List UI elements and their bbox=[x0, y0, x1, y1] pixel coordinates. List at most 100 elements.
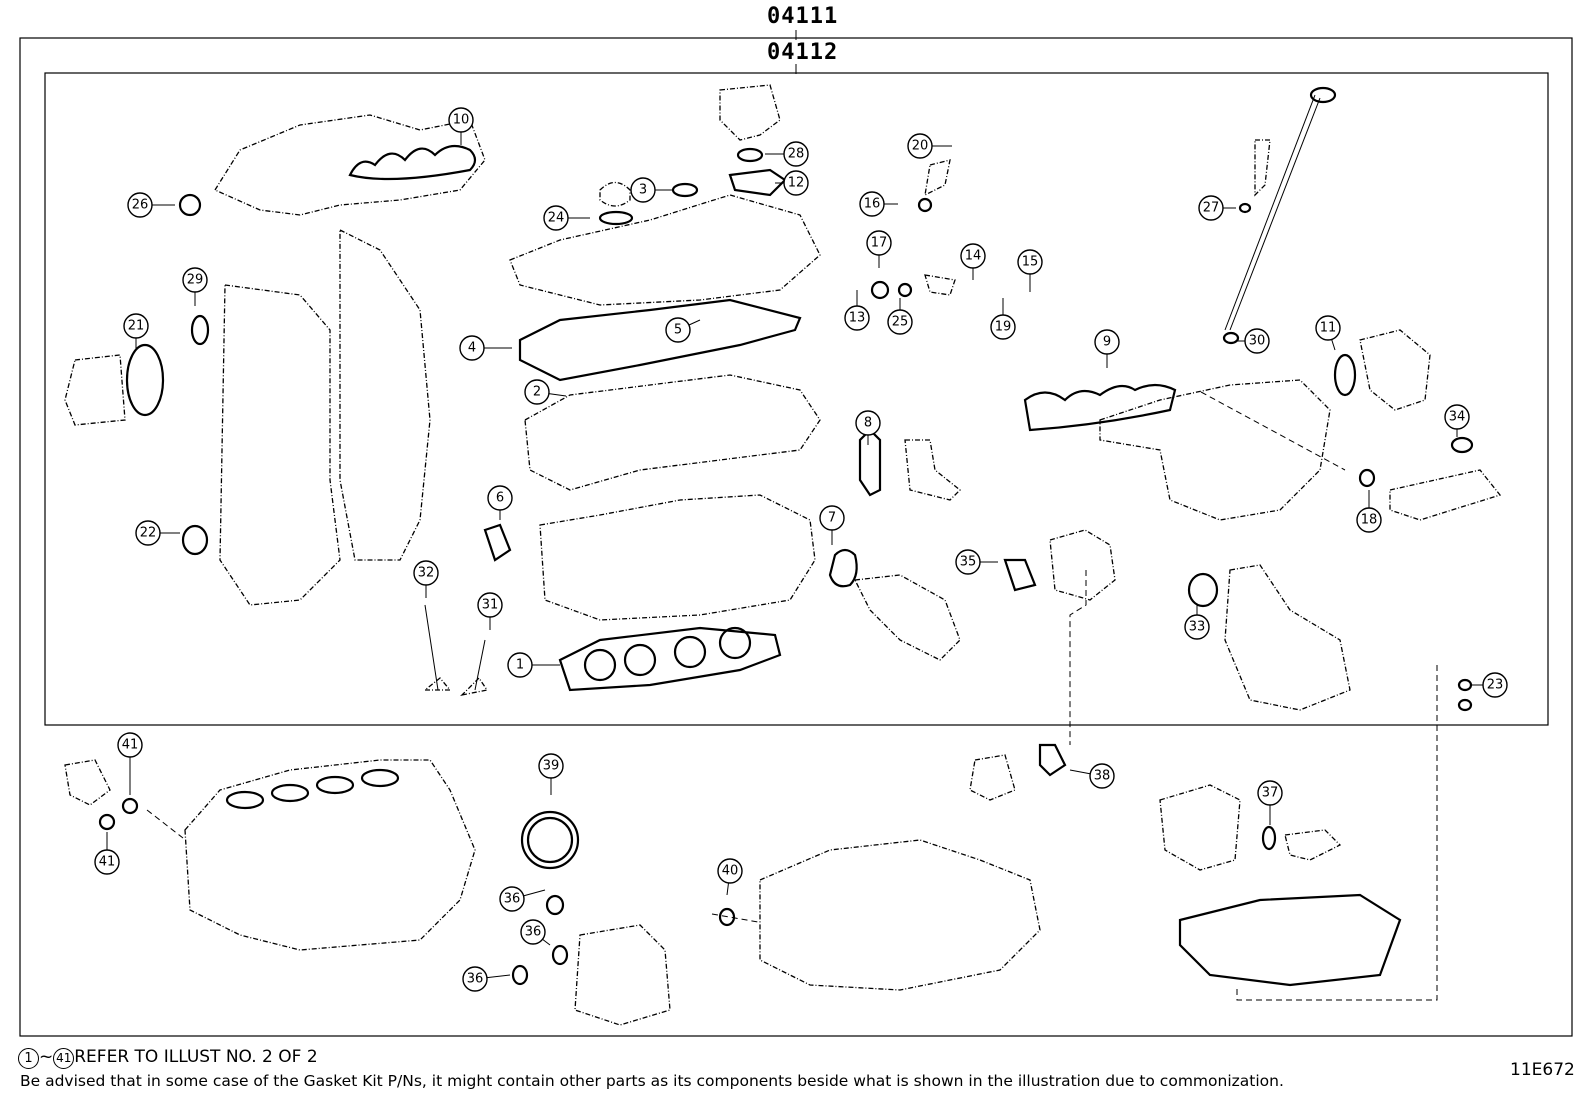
callout-circle-10 bbox=[448, 107, 474, 133]
callout-circle-18 bbox=[1356, 507, 1382, 533]
disclaimer-text: Be advised that in some case of the Gask… bbox=[20, 1072, 1284, 1090]
callout-40: 40 bbox=[717, 858, 743, 884]
callout-circle-16 bbox=[859, 191, 885, 217]
callout-circle-9 bbox=[1094, 329, 1120, 355]
callout-circle-24 bbox=[543, 205, 569, 231]
callout-circle-36c bbox=[462, 966, 488, 992]
callout-number-1: 1 bbox=[516, 658, 524, 673]
callout-number-5: 5 bbox=[674, 323, 682, 338]
callout-28: 28 bbox=[783, 141, 809, 167]
callout-41a: 41 bbox=[117, 732, 143, 758]
callout-circle-6 bbox=[487, 485, 513, 511]
callout-38: 38 bbox=[1089, 763, 1115, 789]
callout-number-36b: 36 bbox=[525, 925, 542, 940]
callout-circle-41a bbox=[117, 732, 143, 758]
callout-26: 26 bbox=[127, 192, 153, 218]
callout-number-19: 19 bbox=[995, 320, 1012, 335]
callout-1: 1 bbox=[507, 652, 533, 678]
callout-number-6: 6 bbox=[496, 491, 504, 506]
callout-number-15: 15 bbox=[1022, 255, 1039, 270]
callout-35: 35 bbox=[955, 549, 981, 575]
callout-number-26: 26 bbox=[132, 198, 149, 213]
callout-circle-7 bbox=[819, 505, 845, 531]
callout-3: 3 bbox=[630, 177, 656, 203]
callout-number-25: 25 bbox=[892, 315, 909, 330]
callout-circle-26 bbox=[127, 192, 153, 218]
callout-number-33: 33 bbox=[1189, 620, 1206, 635]
ref-to-badge: 41 bbox=[53, 1048, 75, 1069]
callout-number-40: 40 bbox=[722, 864, 739, 879]
callout-number-16: 16 bbox=[864, 197, 881, 212]
callout-circle-19 bbox=[990, 314, 1016, 340]
callout-number-35: 35 bbox=[960, 555, 977, 570]
callout-number-24: 24 bbox=[548, 211, 565, 226]
callout-number-36a: 36 bbox=[504, 892, 521, 907]
callout-27: 27 bbox=[1198, 195, 1224, 221]
callout-33: 33 bbox=[1184, 614, 1210, 640]
callout-circle-40 bbox=[717, 858, 743, 884]
callout-41b: 41 bbox=[94, 849, 120, 875]
callout-36a: 36 bbox=[499, 886, 525, 912]
callout-circle-34 bbox=[1444, 404, 1470, 430]
callout-number-36c: 36 bbox=[467, 972, 484, 987]
callout-34: 34 bbox=[1444, 404, 1470, 430]
callout-9: 9 bbox=[1094, 329, 1120, 355]
callout-circle-21 bbox=[123, 313, 149, 339]
callout-number-10: 10 bbox=[453, 113, 470, 128]
callout-19: 19 bbox=[990, 314, 1016, 340]
ref-from-badge: 1 bbox=[18, 1048, 39, 1069]
callout-circle-37 bbox=[1257, 780, 1283, 806]
callout-circle-23 bbox=[1482, 672, 1508, 698]
callout-14: 14 bbox=[960, 243, 986, 269]
callout-number-41a: 41 bbox=[122, 738, 139, 753]
callout-30: 30 bbox=[1244, 328, 1270, 354]
callout-number-38: 38 bbox=[1094, 769, 1111, 784]
callout-circle-12 bbox=[783, 170, 809, 196]
assembly-frame bbox=[19, 37, 1573, 1037]
callout-circle-28 bbox=[783, 141, 809, 167]
callout-32: 32 bbox=[413, 560, 439, 586]
subassembly-frame bbox=[44, 72, 1549, 726]
subassembly-code: 04112 bbox=[767, 40, 839, 65]
callout-circle-11 bbox=[1315, 315, 1341, 341]
callout-circle-30 bbox=[1244, 328, 1270, 354]
callout-number-32: 32 bbox=[418, 566, 435, 581]
callout-circle-17 bbox=[866, 230, 892, 256]
callout-17: 17 bbox=[866, 230, 892, 256]
callout-circle-25 bbox=[887, 309, 913, 335]
callout-number-9: 9 bbox=[1103, 335, 1111, 350]
callout-circle-39 bbox=[538, 753, 564, 779]
callout-22: 22 bbox=[135, 520, 161, 546]
callout-circle-36a bbox=[499, 886, 525, 912]
callout-circle-3 bbox=[630, 177, 656, 203]
assembly-code: 04111 bbox=[767, 4, 839, 29]
callout-circle-15 bbox=[1017, 249, 1043, 275]
callout-31: 31 bbox=[477, 592, 503, 618]
callout-number-13: 13 bbox=[849, 311, 866, 326]
ref-text: REFER TO ILLUST NO. 2 OF 2 bbox=[74, 1047, 318, 1067]
illustration-code: 11E672 bbox=[1510, 1060, 1575, 1080]
callout-number-12: 12 bbox=[788, 176, 805, 191]
callout-number-34: 34 bbox=[1449, 410, 1466, 425]
callout-number-14: 14 bbox=[965, 249, 982, 264]
callout-number-3: 3 bbox=[639, 183, 647, 198]
callout-25: 25 bbox=[887, 309, 913, 335]
callout-number-7: 7 bbox=[828, 511, 836, 526]
callout-36b: 36 bbox=[520, 919, 546, 945]
callout-number-29: 29 bbox=[187, 273, 204, 288]
callout-16: 16 bbox=[859, 191, 885, 217]
callout-number-21: 21 bbox=[128, 319, 145, 334]
callout-11: 11 bbox=[1315, 315, 1341, 341]
callout-number-39: 39 bbox=[543, 759, 560, 774]
callout-circle-41b bbox=[94, 849, 120, 875]
callout-12: 12 bbox=[783, 170, 809, 196]
callout-number-17: 17 bbox=[871, 236, 888, 251]
callout-circle-4 bbox=[459, 335, 485, 361]
callout-circle-29 bbox=[182, 267, 208, 293]
callout-circle-20 bbox=[907, 133, 933, 159]
callout-2: 2 bbox=[524, 379, 550, 405]
callout-number-20: 20 bbox=[912, 139, 929, 154]
callout-circle-14 bbox=[960, 243, 986, 269]
